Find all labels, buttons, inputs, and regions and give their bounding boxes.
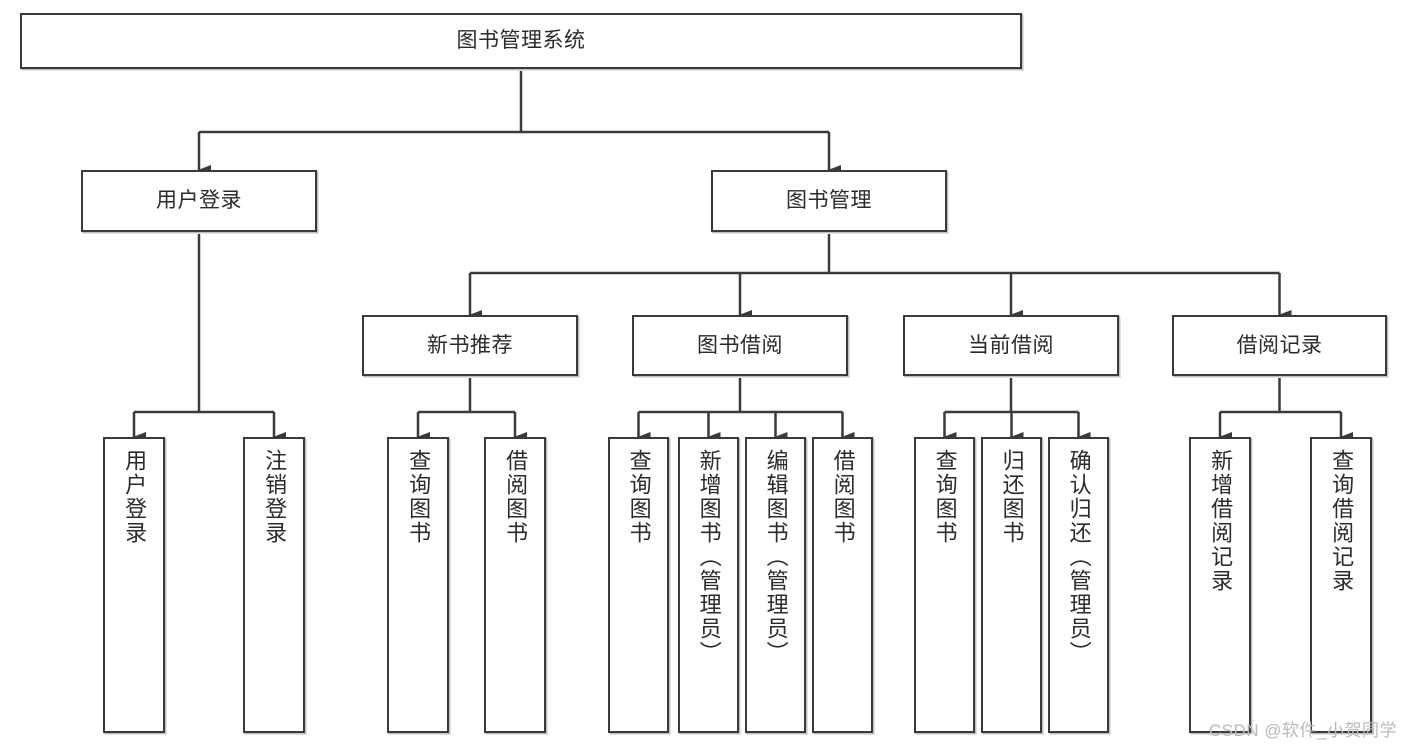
node-leaf_10[interactable]: 确认归还（管理员） (1048, 437, 1109, 733)
node-l2_1[interactable]: 图书管理 (711, 170, 947, 232)
node-label-l3_0: 新书推荐 (427, 333, 513, 357)
node-label-leaf_0: 用户登录 (122, 449, 148, 545)
node-label-leaf_9: 归还图书 (999, 449, 1025, 545)
node-label-leaf_4: 查询图书 (626, 449, 652, 545)
node-label-leaf_12: 查询借阅记录 (1329, 449, 1355, 593)
node-leaf_12[interactable]: 查询借阅记录 (1310, 437, 1372, 733)
node-leaf_6[interactable]: 编辑图书（管理员） (745, 437, 806, 733)
node-label-leaf_7: 借阅图书 (830, 449, 856, 545)
node-label-leaf_3: 借阅图书 (503, 449, 529, 545)
node-leaf_11[interactable]: 新增借阅记录 (1189, 437, 1251, 733)
node-l3_0[interactable]: 新书推荐 (362, 315, 578, 376)
node-label-leaf_6: 编辑图书（管理员） (763, 449, 789, 665)
node-leaf_7[interactable]: 借阅图书 (812, 437, 873, 733)
node-label-leaf_8: 查询图书 (932, 449, 958, 545)
node-leaf_0[interactable]: 用户登录 (103, 437, 165, 733)
node-leaf_3[interactable]: 借阅图书 (484, 437, 546, 733)
node-label-l3_2: 当前借阅 (968, 333, 1054, 357)
node-l3_1[interactable]: 图书借阅 (632, 315, 848, 376)
node-leaf_8[interactable]: 查询图书 (914, 437, 975, 733)
node-label-leaf_1: 注销登录 (262, 449, 288, 545)
node-label-leaf_5: 新增图书（管理员） (696, 449, 722, 665)
node-label-l3_1: 图书借阅 (697, 333, 783, 357)
node-leaf_1[interactable]: 注销登录 (243, 437, 305, 733)
node-leaf_5[interactable]: 新增图书（管理员） (678, 437, 739, 733)
node-label-l2_0: 用户登录 (156, 189, 242, 213)
watermark-text: CSDN @软件_小贺同学 (1208, 721, 1397, 740)
node-leaf_2[interactable]: 查询图书 (387, 437, 449, 733)
node-root[interactable]: 图书管理系统 (20, 13, 1022, 69)
node-l3_2[interactable]: 当前借阅 (903, 315, 1119, 376)
node-leaf_4[interactable]: 查询图书 (608, 437, 669, 733)
node-label-leaf_10: 确认归还（管理员） (1066, 449, 1092, 665)
node-label-leaf_11: 新增借阅记录 (1208, 449, 1234, 593)
node-label-leaf_2: 查询图书 (406, 449, 432, 545)
node-label-l3_3: 借阅记录 (1236, 333, 1323, 357)
node-label-l2_1: 图书管理 (786, 189, 872, 213)
node-leaf_9[interactable]: 归还图书 (981, 437, 1042, 733)
node-l2_0[interactable]: 用户登录 (81, 170, 317, 232)
node-label-root: 图书管理系统 (456, 29, 586, 53)
node-l3_3[interactable]: 借阅记录 (1172, 315, 1387, 376)
